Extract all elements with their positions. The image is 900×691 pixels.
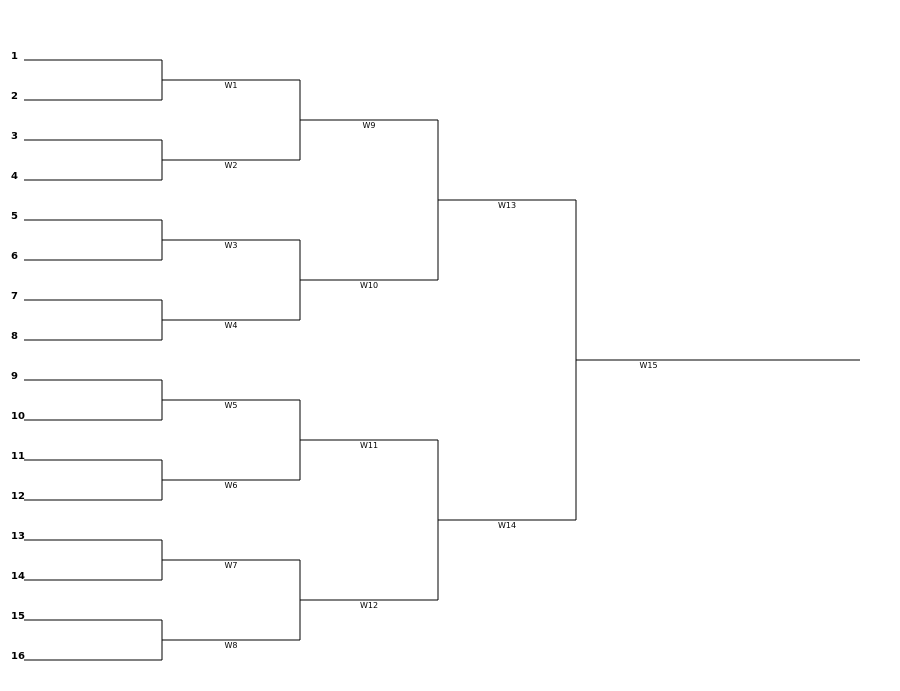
- winner-label-w5: W5: [225, 401, 238, 410]
- seed-label-14: 14: [11, 571, 25, 582]
- seed-label-10: 10: [11, 411, 25, 422]
- winner-label-w10: W10: [360, 281, 378, 290]
- winner-label-w7: W7: [225, 561, 238, 570]
- seed-label-15: 15: [11, 611, 25, 622]
- winner-label-w3: W3: [225, 241, 238, 250]
- winner-label-w9: W9: [363, 121, 376, 130]
- seed-label-13: 13: [11, 531, 25, 542]
- seed-label-9: 9: [11, 371, 18, 382]
- seed-label-8: 8: [11, 331, 18, 342]
- winner-label-w15: W15: [639, 361, 657, 370]
- seed-label-1: 1: [11, 51, 18, 62]
- winner-label-w6: W6: [225, 481, 238, 490]
- winner-label-w14: W14: [498, 521, 516, 530]
- seed-label-7: 7: [11, 291, 18, 302]
- winner-label-w1: W1: [225, 81, 238, 90]
- winner-label-w2: W2: [225, 161, 238, 170]
- seed-label-4: 4: [11, 171, 18, 182]
- seed-label-2: 2: [11, 91, 18, 102]
- winner-label-w8: W8: [225, 641, 238, 650]
- seed-label-5: 5: [11, 211, 18, 222]
- seed-label-3: 3: [11, 131, 18, 142]
- seed-label-6: 6: [11, 251, 18, 262]
- winner-label-w11: W11: [360, 441, 378, 450]
- winner-label-w13: W13: [498, 201, 516, 210]
- seed-label-11: 11: [11, 451, 25, 462]
- seed-label-16: 16: [11, 651, 25, 662]
- seed-label-12: 12: [11, 491, 25, 502]
- winner-label-w4: W4: [225, 321, 238, 330]
- winner-label-w12: W12: [360, 601, 378, 610]
